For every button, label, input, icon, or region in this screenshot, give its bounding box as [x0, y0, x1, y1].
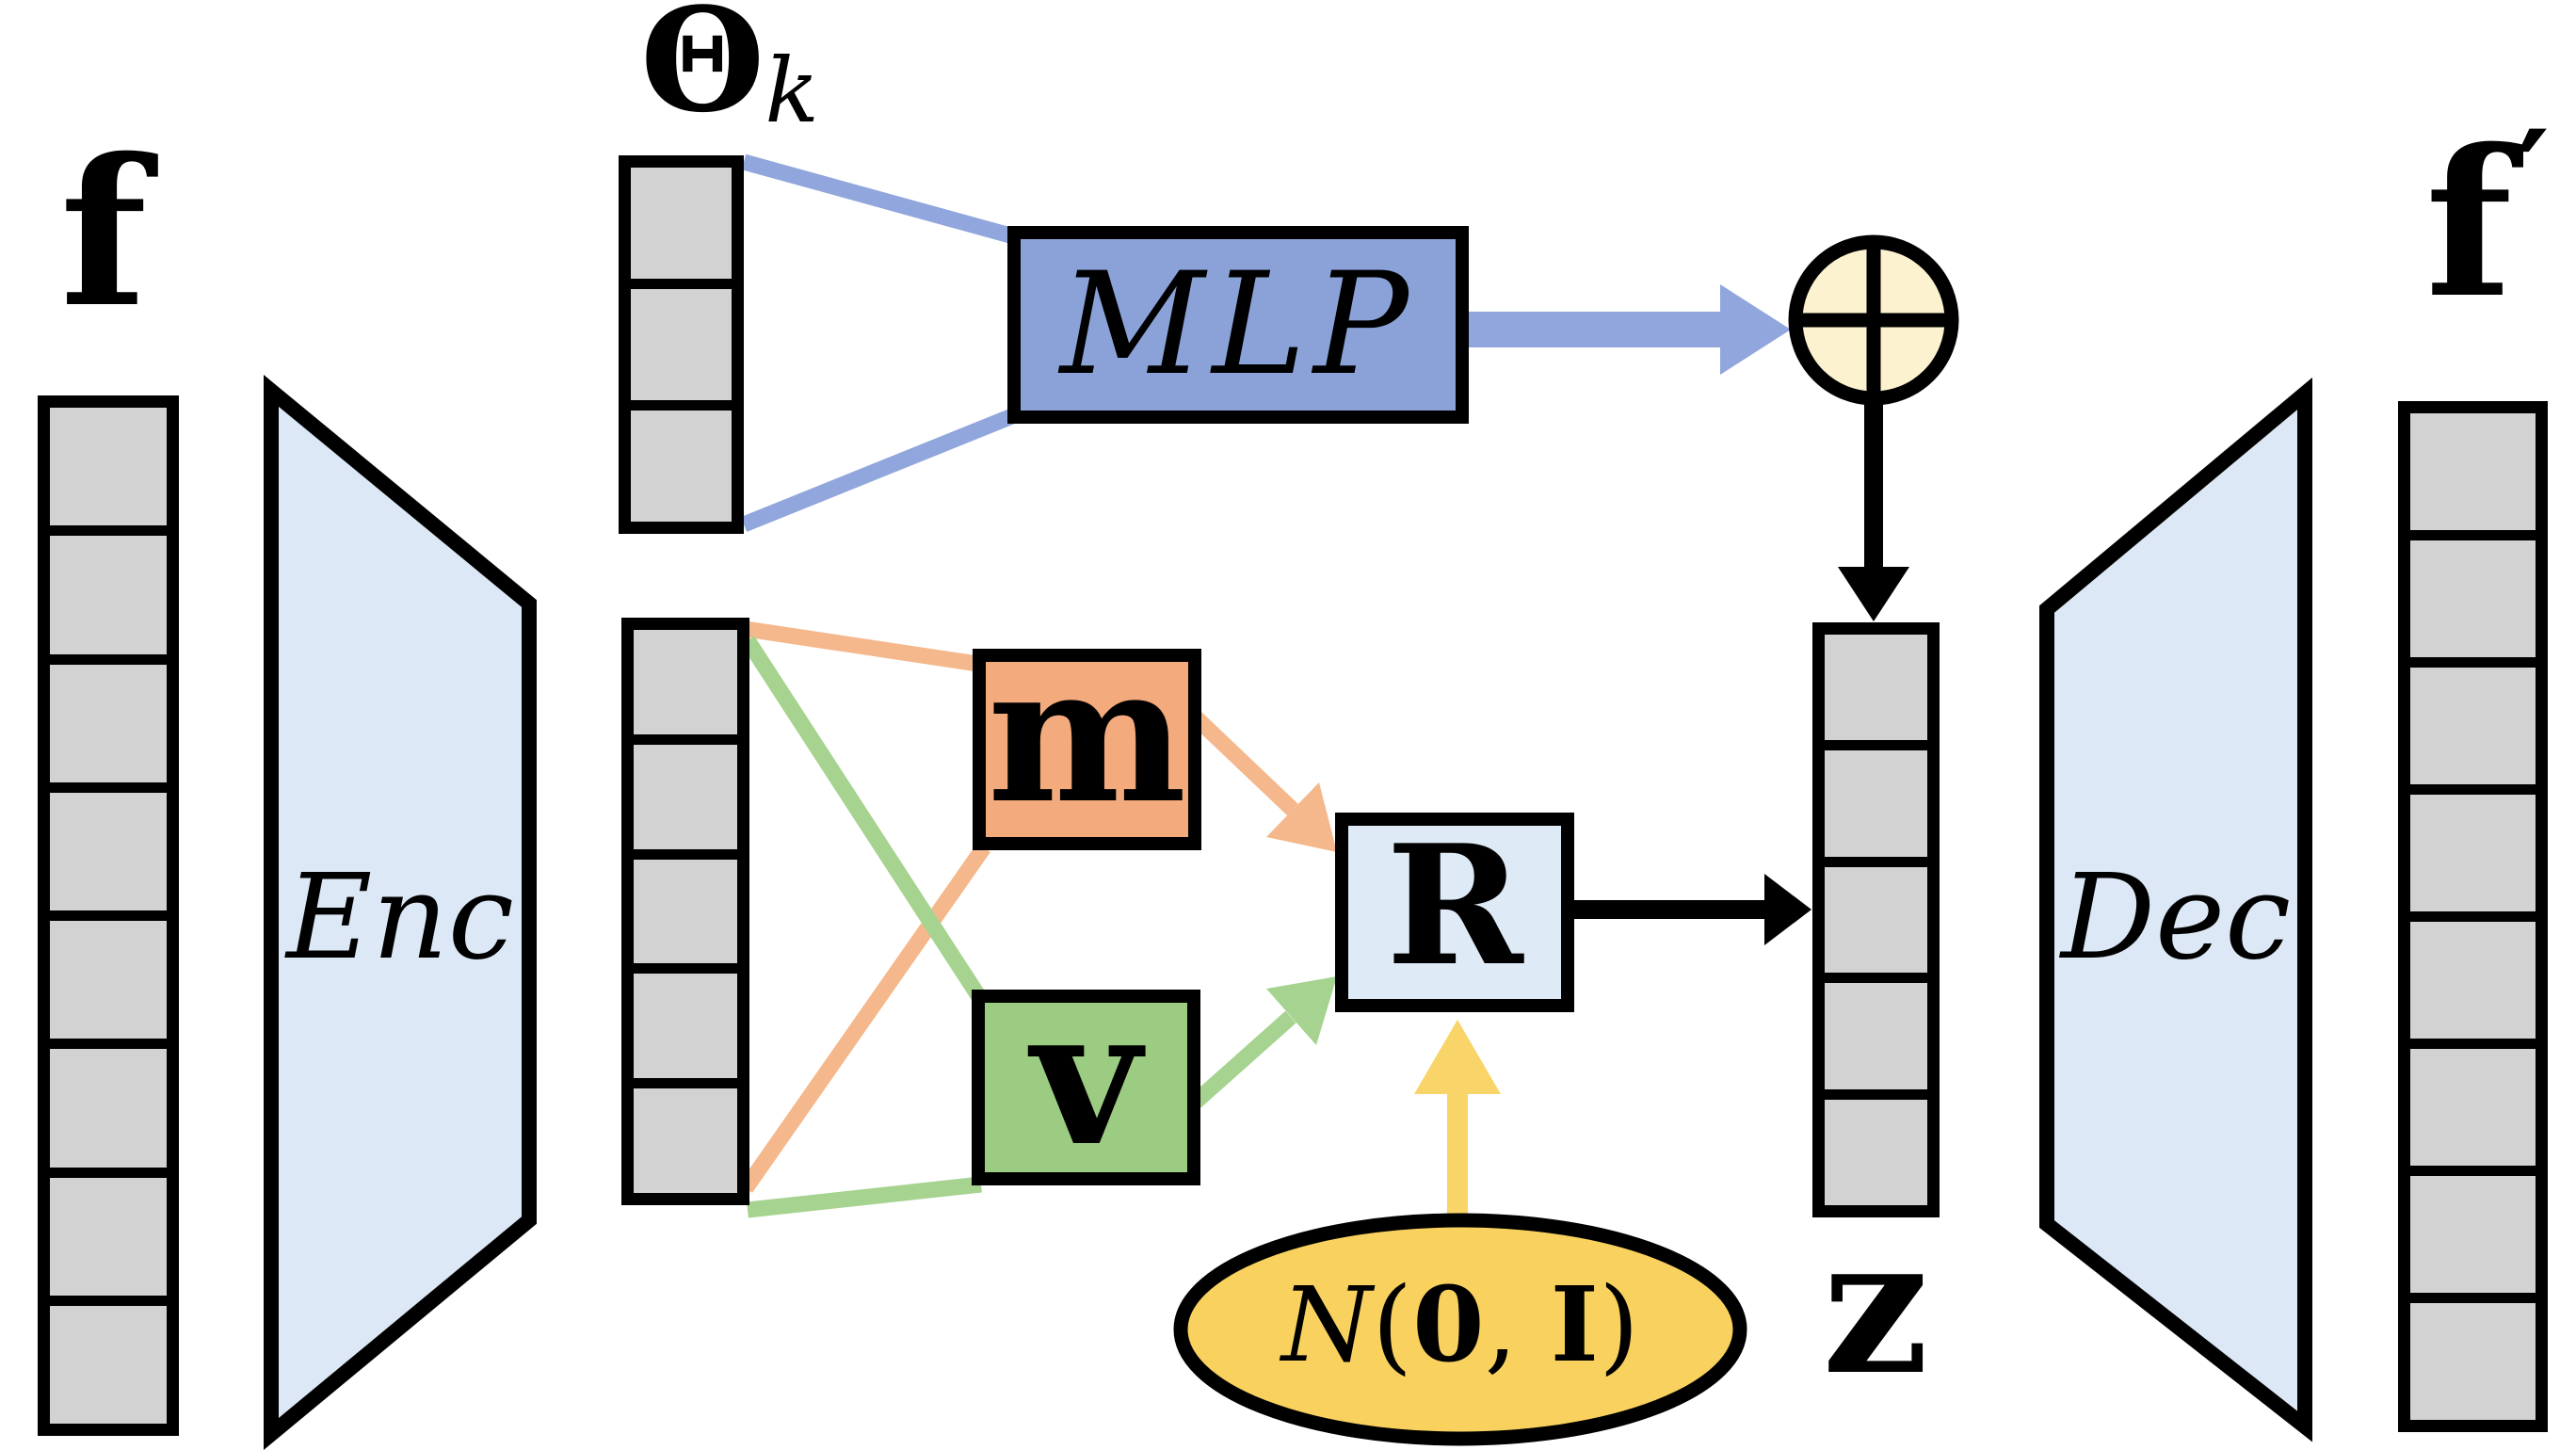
vector-cell [50, 792, 167, 910]
decoder-label: Dec [2060, 849, 2292, 986]
r-to-z-arrowhead [1764, 874, 1811, 945]
reparameterization-label: R [1386, 809, 1523, 1003]
noise-open-paren: ( [1372, 1265, 1413, 1385]
theta-parameter-vector [619, 155, 744, 534]
vector-cell [2410, 795, 2536, 911]
mean-box: m [973, 641, 1201, 850]
m-to-r-arrow-shaft [1190, 711, 1298, 816]
noise-distribution-label: N(0, I) [1181, 1273, 1740, 1378]
encoder-output-vector [621, 618, 749, 1205]
vector-cell [2410, 668, 2536, 784]
vector-cell [634, 974, 737, 1079]
vector-cell [2410, 1049, 2536, 1166]
noise-close-paren: ) [1599, 1265, 1640, 1385]
vector-cell [50, 664, 167, 782]
noise-zero-symbol: 0 [1412, 1264, 1485, 1385]
vector-cell [50, 1177, 167, 1296]
vector-cell [2410, 413, 2536, 530]
vector-cell [634, 1088, 737, 1193]
output-feature-vector [2398, 401, 2548, 1432]
vector-cell [50, 921, 167, 1039]
mlp-box: MLP [1007, 226, 1469, 424]
mean-label: m [987, 624, 1187, 846]
theta-symbol: Θ [640, 0, 765, 144]
noise-n-symbol: N [1280, 1265, 1373, 1385]
vector-cell [631, 289, 732, 400]
encoder-trapezoid [264, 375, 537, 1450]
vector-cell [50, 1305, 167, 1424]
vector-cell [1825, 983, 1927, 1089]
latent-vector-label: z [1822, 1196, 1929, 1417]
theta-vector-label: Θ k [607, 0, 852, 137]
output-vector-label: f′ [2382, 113, 2576, 325]
decoder-trapezoid [2039, 377, 2312, 1442]
noise-ellipse [1173, 1213, 1747, 1446]
encvec-to-m-line-top [744, 620, 986, 673]
mlp-to-plus-arrowhead [1720, 284, 1791, 375]
noise-comma: , [1484, 1265, 1551, 1385]
vector-cell [634, 859, 737, 964]
vector-cell [2410, 540, 2536, 657]
vector-cell [50, 536, 167, 654]
theta-to-mlp-line-bottom [740, 407, 1021, 532]
vector-cell [2410, 922, 2536, 1039]
latent-z-vector [1812, 622, 1940, 1217]
m-to-r-arrowhead [1266, 782, 1337, 852]
output-f-symbol: f [2424, 105, 2513, 343]
vector-cell [2410, 1303, 2536, 1420]
noise-to-r-arrowhead [1414, 1020, 1501, 1094]
vector-cell [631, 168, 732, 279]
output-prime-symbol: ′ [2516, 102, 2551, 251]
theta-subscript: k [765, 40, 819, 143]
vector-cell [634, 630, 737, 734]
input-feature-vector [38, 395, 179, 1436]
vector-cell [2410, 1176, 2536, 1293]
v-to-r-arrow-shaft [1190, 1010, 1296, 1108]
input-vector-label: f [59, 114, 148, 352]
vector-cell [1825, 1099, 1927, 1205]
vector-cell [1825, 866, 1927, 974]
v-to-r-arrowhead [1266, 976, 1337, 1045]
encvec-to-v-line-bottom [747, 1176, 982, 1218]
mlp-label: MLP [1059, 243, 1417, 407]
theta-to-mlp-line-top [741, 153, 1020, 246]
noise-identity-symbol: I [1550, 1264, 1600, 1385]
vector-cell [634, 744, 737, 849]
vector-cell [50, 1049, 167, 1168]
vector-cell [1825, 750, 1927, 857]
encvec-to-m-line-bottom [739, 843, 990, 1193]
plus-to-z-arrowhead [1838, 567, 1909, 621]
vector-cell [50, 408, 167, 526]
variance-label: v [1031, 967, 1141, 1188]
variance-box: v [972, 984, 1200, 1185]
reparameterization-box: R [1335, 813, 1574, 1012]
vector-cell [631, 411, 732, 522]
encvec-to-v-line-top [740, 636, 989, 1005]
encoder-label: Enc [286, 849, 514, 986]
vector-cell [1825, 635, 1927, 741]
